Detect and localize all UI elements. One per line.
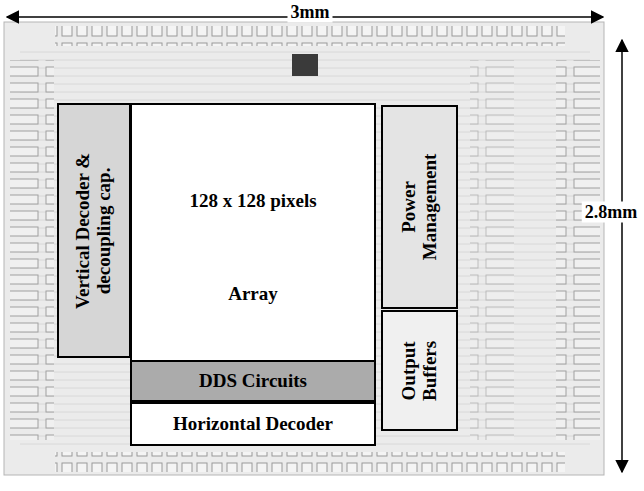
decoder-block: Vertical Decoder & decoupling cap. <box>57 103 131 358</box>
rotated-label: Power Management <box>399 132 441 282</box>
decoder-block: Horizontal Decoder <box>130 402 376 446</box>
rotated-label: Vertical Decoder & decoupling cap. <box>73 111 115 351</box>
buffer-block: Output Buffers <box>381 310 458 431</box>
routing <box>20 50 590 450</box>
pad-column <box>10 60 54 440</box>
dimension-arrow <box>621 40 623 472</box>
dimension-label-holder: 3mm <box>288 2 333 23</box>
dimension-label: 2.8mm <box>582 202 641 223</box>
pixel-array: 128 x 128 pixelsArray <box>130 103 376 362</box>
block-label: Array <box>228 284 278 305</box>
dimension-label: 3mm <box>288 2 333 23</box>
pad-column <box>556 60 600 440</box>
rotated-label: Output Buffers <box>399 319 441 423</box>
block-label: 128 x 128 pixels <box>189 191 316 212</box>
die <box>4 22 604 475</box>
power-block: Power Management <box>381 105 458 309</box>
pad-row <box>55 26 565 46</box>
block-label: Horizontal Decoder <box>173 414 333 435</box>
logo-block <box>292 54 318 76</box>
block-label: DDS Circuits <box>199 371 307 392</box>
dimension-label-holder: 2.8mm <box>582 202 641 223</box>
dds-block: DDS Circuits <box>130 360 376 402</box>
pad-column <box>470 60 514 440</box>
pad-row <box>55 452 565 472</box>
